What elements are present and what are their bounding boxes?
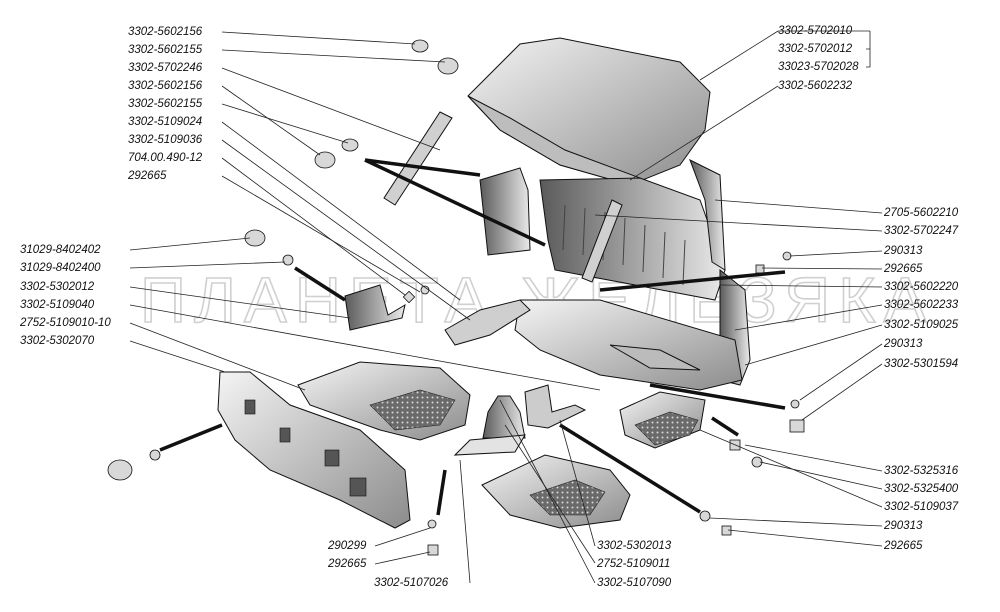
part-label: 3302-5302012 bbox=[20, 281, 95, 293]
step-box-grille bbox=[634, 411, 699, 446]
part-label: 3302-5602232 bbox=[778, 80, 853, 92]
part-label: 3302-5107090 bbox=[597, 577, 672, 589]
fasteners bbox=[107, 39, 805, 556]
trim-strip-right bbox=[581, 199, 623, 283]
pillar-trim-left bbox=[344, 284, 406, 331]
part-label: 3302-5602220 bbox=[884, 281, 959, 293]
left-label-column: 3302-5602156 3302-5602155 3302-5702246 3… bbox=[19, 26, 203, 347]
gear-lever-boot bbox=[482, 395, 526, 439]
part-label: 3302-5109024 bbox=[128, 116, 202, 128]
part-label: 3302-5109036 bbox=[128, 134, 203, 146]
part-label: 3302-5107026 bbox=[374, 577, 449, 589]
rear-wall-ribs bbox=[562, 204, 686, 286]
assembly-arrows bbox=[159, 158, 786, 516]
leader-lines-left bbox=[129, 31, 601, 391]
leader-lines-bottom bbox=[374, 399, 596, 584]
part-label: 2752-5109010-10 bbox=[19, 317, 111, 329]
bottom-labels: 290299 292665 3302-5107026 3302-5302013 … bbox=[327, 540, 672, 589]
part-label: 3302-5702012 bbox=[778, 43, 853, 55]
part-label: 31029-8402402 bbox=[20, 244, 101, 256]
part-label: 3302-5702247 bbox=[884, 225, 959, 237]
part-label: 3302-5602156 bbox=[128, 80, 203, 92]
part-label: 290299 bbox=[327, 540, 367, 552]
floor-mat-front-left-tread bbox=[369, 389, 456, 431]
part-label: 2752-5109011 bbox=[596, 558, 670, 570]
leader-lines-right bbox=[594, 30, 883, 547]
part-label: 292665 bbox=[883, 263, 923, 275]
part-label: 3302-5602233 bbox=[884, 299, 959, 311]
part-label: 3302-5702246 bbox=[128, 62, 203, 74]
side-panel-holes bbox=[244, 399, 367, 497]
side-pillar-left bbox=[479, 167, 531, 256]
part-label: 3302-5302070 bbox=[20, 335, 95, 347]
boot-base-plate bbox=[453, 434, 526, 456]
part-label: 3302-5325400 bbox=[884, 483, 959, 495]
part-label: 2705-5602210 bbox=[883, 207, 959, 219]
part-label: 290313 bbox=[883, 338, 923, 350]
part-label: 3302-5602156 bbox=[128, 26, 203, 38]
step-bracket bbox=[524, 384, 587, 429]
floor-panel-tray bbox=[609, 344, 701, 371]
part-label: 31029-8402400 bbox=[20, 262, 101, 274]
part-label: 290313 bbox=[883, 520, 923, 532]
step-plate bbox=[444, 299, 531, 346]
side-pillar-right bbox=[689, 158, 726, 271]
part-label: 3302-5602155 bbox=[128, 98, 203, 110]
part-label: 33023-5702028 bbox=[778, 61, 859, 73]
part-label: 3302-5602155 bbox=[128, 44, 203, 56]
part-label: 3302-5109037 bbox=[884, 501, 959, 513]
part-label: 292665 bbox=[883, 540, 923, 552]
part-label: 3302-5702010 bbox=[778, 25, 853, 37]
part-label: 3302-5301594 bbox=[884, 358, 958, 370]
part-label: 292665 bbox=[127, 170, 167, 182]
part-label: 290313 bbox=[883, 245, 923, 257]
part-label: 3302-5302013 bbox=[597, 540, 672, 552]
part-label: 292665 bbox=[327, 558, 367, 570]
part-label: 3302-5109025 bbox=[884, 319, 959, 331]
floor-mat-rear-tread bbox=[529, 479, 606, 516]
part-label: 704.00.490-12 bbox=[128, 152, 203, 164]
part-label: 3302-5325316 bbox=[884, 465, 959, 477]
trim-strip bbox=[383, 111, 453, 206]
part-label: 3302-5109040 bbox=[20, 299, 95, 311]
right-label-column: 3302-5702010 3302-5702012 33023-5702028 … bbox=[778, 25, 959, 552]
